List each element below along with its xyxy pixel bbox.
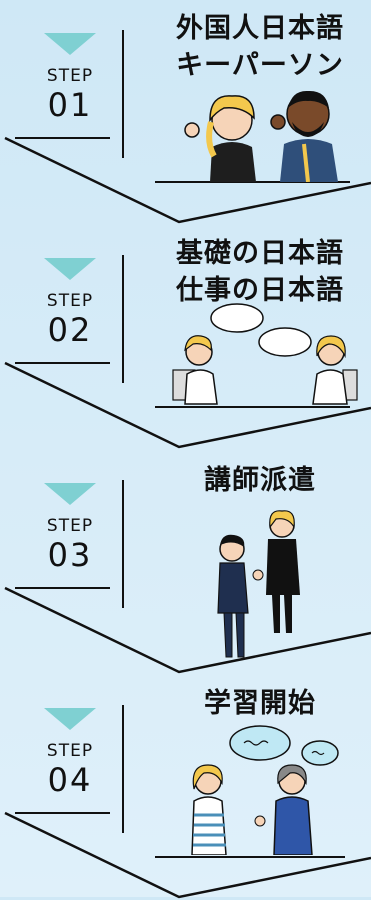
step-frame [4, 480, 371, 674]
step-frame [4, 30, 371, 224]
handshake-illustration [217, 510, 300, 658]
step-4: STEP 04 学習開始 [0, 675, 371, 900]
lesson-conversation-illustration [191, 725, 339, 855]
step-title-line: キーパーソン [176, 50, 344, 81]
step-title-line: 外国人日本語 [176, 13, 344, 44]
step-indicator-triangle [44, 708, 96, 730]
step-title: 講師派遣 [150, 462, 370, 499]
step-label: STEP [46, 741, 94, 761]
step-title: 学習開始 [150, 685, 370, 722]
step-label: STEP [46, 291, 94, 311]
step-2: STEP 02 基礎の日本語 仕事の日本語 [0, 225, 371, 450]
step-frame [4, 255, 371, 449]
step-title-line: 仕事の日本語 [176, 275, 344, 306]
two-people-ok-sign-illustration [184, 90, 338, 182]
step-label: STEP [46, 66, 94, 86]
step-number: 02 [47, 311, 93, 349]
step-title: 基礎の日本語 仕事の日本語 [150, 235, 370, 309]
step-title: 外国人日本語 キーパーソン [150, 10, 370, 84]
step-label: STEP [46, 516, 94, 536]
step-title-line: 講師派遣 [204, 465, 316, 496]
conversation-illustration [172, 303, 358, 405]
step-number: 01 [47, 86, 93, 124]
step-number: 03 [47, 536, 93, 574]
step-indicator-triangle [44, 258, 96, 280]
step-title-line: 基礎の日本語 [176, 238, 344, 269]
step-indicator-triangle [44, 483, 96, 505]
step-title-line: 学習開始 [204, 688, 316, 719]
step-indicator-triangle [44, 33, 96, 55]
step-1: STEP 01 外国人日本語 キーパーソン [0, 0, 371, 225]
step-3: STEP 03 講師派遣 [0, 450, 371, 675]
step-number: 04 [47, 761, 93, 799]
